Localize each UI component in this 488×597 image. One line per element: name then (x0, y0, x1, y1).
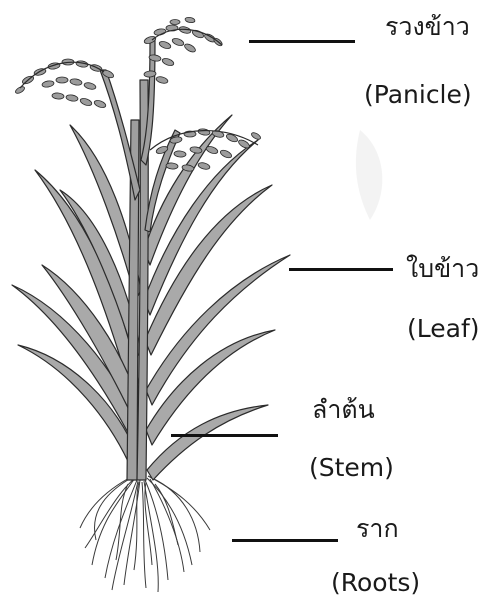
leaf-leader-line (289, 268, 393, 271)
leaf-label-english: (Leaf) (407, 316, 480, 341)
roots-label-thai: ราก (356, 516, 399, 541)
stem-label-english: (Stem) (309, 455, 394, 480)
stem-leader-line (171, 434, 278, 437)
panicle-label-english: (Panicle) (364, 82, 472, 107)
stem-label-thai: ลำต้น (312, 397, 375, 422)
roots-illustration (80, 476, 210, 592)
roots-leader-line (232, 539, 338, 542)
panicle-label-thai: รวงข้าว (385, 14, 470, 39)
leaves-illustration (12, 115, 290, 480)
roots-label-english: (Roots) (331, 570, 420, 595)
leaf-label-thai: ใบข้าว (406, 256, 479, 281)
panicle-leader-line (249, 40, 355, 43)
